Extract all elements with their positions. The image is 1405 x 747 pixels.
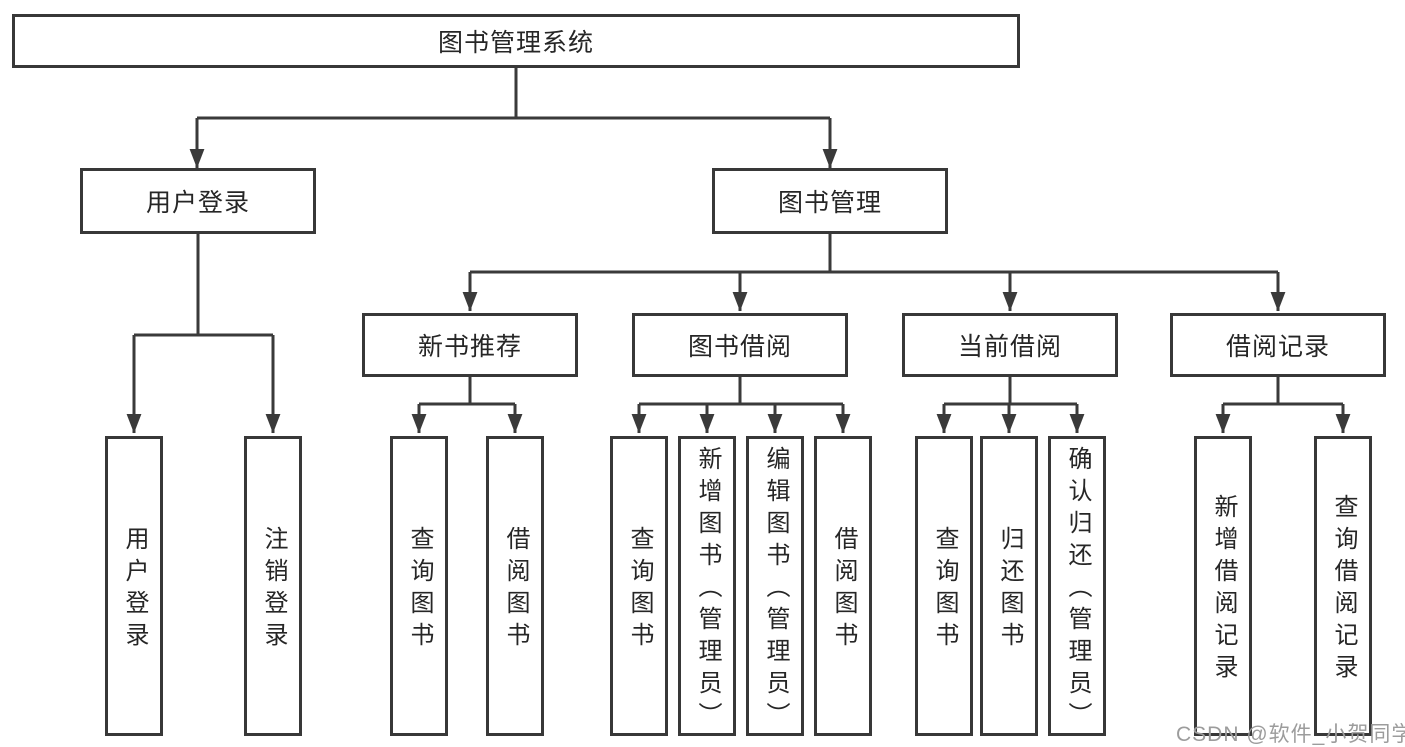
- leaf-query-borrow-record: 查询借阅记录: [1314, 436, 1372, 736]
- leaf-query-books-borrowing-label: 查询图书: [626, 526, 653, 654]
- node-user-login: 用户登录: [80, 168, 316, 234]
- leaf-return-book: 归还图书: [980, 436, 1038, 736]
- leaf-borrow-books-borrowing-label: 借阅图书: [830, 526, 857, 654]
- node-root: 图书管理系统: [12, 14, 1020, 68]
- leaf-query-books-current-label: 查询图书: [931, 526, 958, 654]
- node-current-borrowing-label: 当前借阅: [957, 333, 1062, 361]
- leaf-user-login-label: 用户登录: [121, 526, 148, 654]
- leaf-confirm-return-admin-label: 确认归还（管理员）: [1064, 446, 1091, 734]
- leaf-logout: 注销登录: [244, 436, 302, 736]
- node-root-label: 图书管理系统: [437, 29, 594, 57]
- leaf-add-borrow-record: 新增借阅记录: [1194, 436, 1252, 736]
- leaf-add-book-admin: 新增图书（管理员）: [678, 436, 736, 736]
- leaf-logout-label: 注销登录: [260, 526, 287, 654]
- node-new-book-recommend: 新书推荐: [362, 313, 578, 377]
- connector-lines: [134, 68, 1343, 406]
- leaf-borrow-books-borrowing: 借阅图书: [814, 436, 872, 736]
- node-book-management: 图书管理: [712, 168, 948, 234]
- leaf-query-books-borrowing: 查询图书: [610, 436, 668, 736]
- leaf-borrow-books-recommend: 借阅图书: [486, 436, 544, 736]
- node-borrowing-records: 借阅记录: [1170, 313, 1386, 377]
- node-book-borrowing: 图书借阅: [632, 313, 848, 377]
- node-borrowing-records-label: 借阅记录: [1225, 333, 1330, 361]
- node-current-borrowing: 当前借阅: [902, 313, 1118, 377]
- leaf-query-books-current: 查询图书: [915, 436, 973, 736]
- leaf-borrow-books-recommend-label: 借阅图书: [502, 526, 529, 654]
- connector-arrows: [126, 118, 1351, 434]
- leaf-query-books-recommend-label: 查询图书: [406, 526, 433, 654]
- leaf-edit-book-admin-label: 编辑图书（管理员）: [762, 446, 789, 734]
- leaf-edit-book-admin: 编辑图书（管理员）: [746, 436, 804, 736]
- node-book-borrowing-label: 图书借阅: [687, 333, 792, 361]
- node-new-book-recommend-label: 新书推荐: [417, 333, 522, 361]
- node-book-management-label: 图书管理: [777, 189, 882, 217]
- leaf-confirm-return-admin: 确认归还（管理员）: [1048, 436, 1106, 736]
- connector-trunks: [134, 68, 1343, 406]
- leaf-query-books-recommend: 查询图书: [390, 436, 448, 736]
- csdn-watermark: CSDN @软件_小贺同学: [1176, 723, 1405, 746]
- node-user-login-label: 用户登录: [145, 189, 250, 217]
- leaf-add-borrow-record-label: 新增借阅记录: [1210, 494, 1237, 686]
- leaf-user-login: 用户登录: [105, 436, 163, 736]
- leaf-return-book-label: 归还图书: [996, 526, 1023, 654]
- leaf-add-book-admin-label: 新增图书（管理员）: [694, 446, 721, 734]
- leaf-query-borrow-record-label: 查询借阅记录: [1330, 494, 1357, 686]
